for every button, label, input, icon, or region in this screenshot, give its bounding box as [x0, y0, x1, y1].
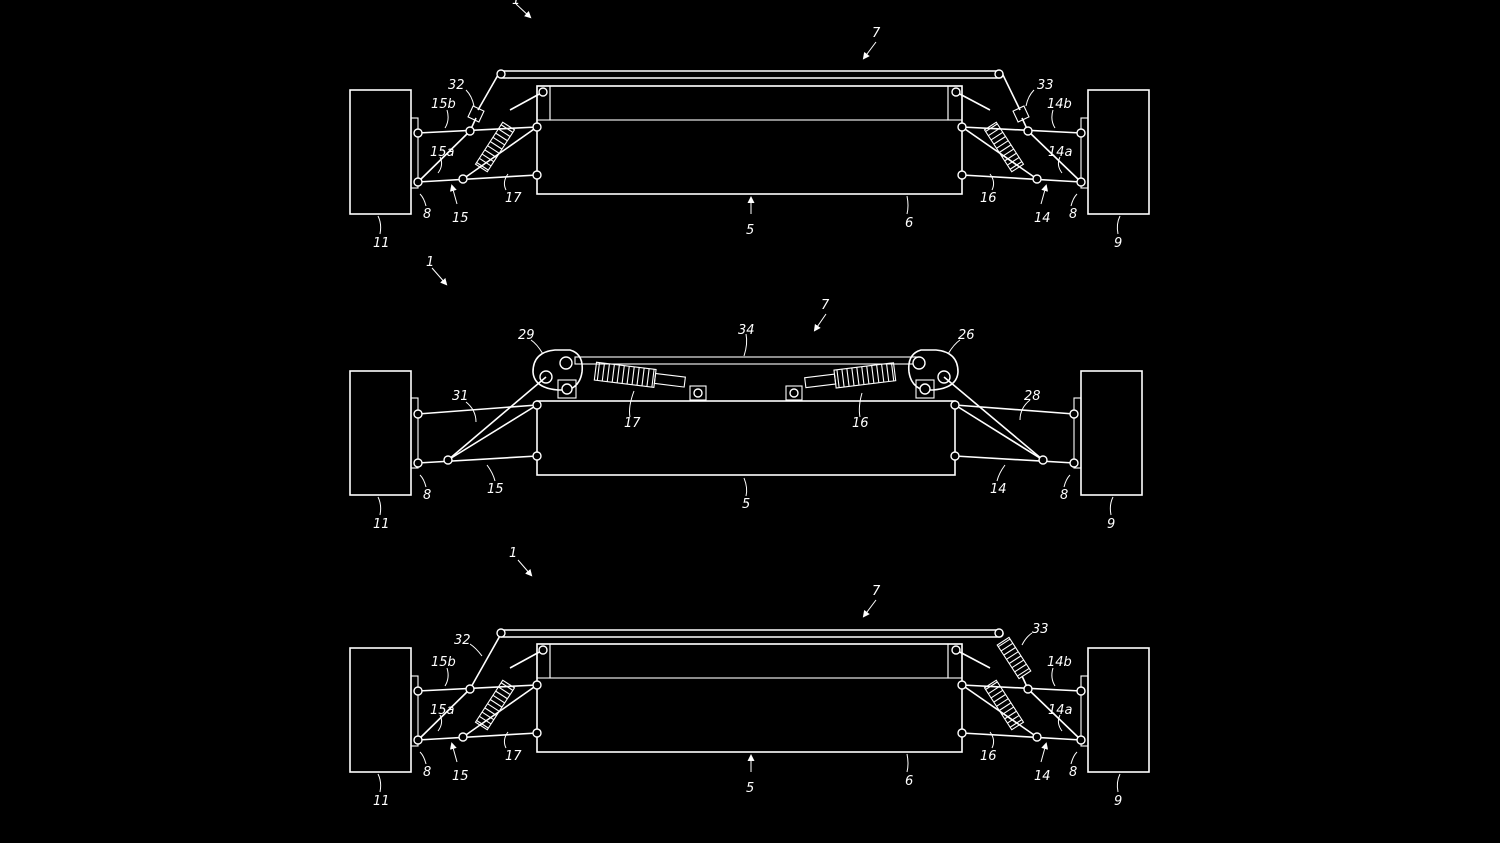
label-14: 14 — [990, 482, 1007, 497]
label-16: 16 — [980, 191, 997, 206]
figure-top: 1 7 32 33 15b 14b 15a 14a 17 16 8 8 15 1… — [349, 0, 1150, 251]
label-32: 32 — [454, 633, 471, 648]
label-17: 17 — [505, 749, 522, 764]
label-16: 16 — [852, 416, 869, 431]
hub-right — [1080, 675, 1089, 747]
label-8-right: 8 — [1069, 765, 1077, 780]
label-1: 1 — [426, 255, 434, 270]
label-16: 16 — [980, 749, 997, 764]
figure-middle: 1 7 34 29 26 31 28 17 16 8 8 15 14 5 11 … — [349, 255, 1143, 532]
push-rod-34 — [574, 356, 921, 365]
chassis-body — [536, 85, 963, 195]
label-9: 9 — [1107, 517, 1115, 532]
damper-16 — [983, 121, 1025, 173]
wheel-right — [1087, 647, 1150, 773]
label-9: 9 — [1114, 794, 1122, 809]
wheel-left — [349, 647, 412, 773]
label-8-right: 8 — [1069, 207, 1077, 222]
label-8-left: 8 — [423, 765, 431, 780]
label-5: 5 — [746, 223, 754, 238]
hub-right — [1080, 117, 1089, 189]
stabilizer-bar — [497, 70, 1004, 79]
label-1: 1 — [509, 546, 517, 561]
damper-17 — [593, 361, 686, 388]
link-32 — [467, 105, 485, 123]
damper-16 — [804, 362, 897, 389]
link-33 — [1012, 105, 1030, 123]
damper-33 — [996, 636, 1032, 680]
wheel-right — [1080, 370, 1143, 496]
label-29: 29 — [518, 328, 535, 343]
label-14b: 14b — [1047, 97, 1072, 112]
chassis-body — [536, 643, 963, 753]
label-8-left: 8 — [423, 488, 431, 503]
label-33: 33 — [1037, 78, 1054, 93]
label-14: 14 — [1034, 769, 1051, 784]
label-7: 7 — [872, 26, 881, 41]
label-5: 5 — [746, 781, 754, 796]
label-14a: 14a — [1048, 145, 1073, 160]
stabilizer-bar — [497, 629, 1004, 638]
chassis-post-right — [947, 85, 963, 121]
label-6: 6 — [905, 774, 913, 789]
label-11: 11 — [373, 236, 390, 251]
label-31: 31 — [452, 389, 469, 404]
label-17: 17 — [505, 191, 522, 206]
label-7: 7 — [872, 584, 881, 599]
label-26: 26 — [958, 328, 975, 343]
label-28: 28 — [1024, 389, 1041, 404]
damper-16 — [983, 679, 1025, 731]
label-11: 11 — [373, 794, 390, 809]
chassis-upper-inner — [549, 85, 949, 121]
label-15b: 15b — [431, 655, 456, 670]
label-5: 5 — [742, 497, 750, 512]
label-32: 32 — [448, 78, 465, 93]
figure-bottom: 1 7 32 33 15b 14b 15a 14a 17 16 8 8 15 1… — [349, 546, 1150, 809]
label-8-right: 8 — [1060, 488, 1068, 503]
chassis-post-left — [536, 85, 551, 121]
label-8-left: 8 — [423, 207, 431, 222]
label-14a: 14a — [1048, 703, 1073, 718]
label-15a: 15a — [430, 703, 455, 718]
label-1: 1 — [512, 0, 520, 8]
label-15b: 15b — [431, 97, 456, 112]
damper-17 — [474, 679, 516, 731]
chassis-body — [536, 400, 956, 476]
wheel-right — [1087, 89, 1150, 215]
label-14: 14 — [1034, 211, 1051, 226]
rocker-26 — [907, 349, 959, 391]
label-11: 11 — [373, 517, 390, 532]
label-33: 33 — [1032, 622, 1049, 637]
label-17: 17 — [624, 416, 641, 431]
label-15: 15 — [452, 769, 469, 784]
hub-left — [410, 675, 419, 747]
label-15: 15 — [452, 211, 469, 226]
damper-17 — [474, 121, 516, 173]
label-15: 15 — [487, 482, 504, 497]
hub-left — [410, 117, 419, 189]
label-9: 9 — [1114, 236, 1122, 251]
hub-left — [410, 397, 419, 469]
wheel-left — [349, 370, 412, 496]
label-15a: 15a — [430, 145, 455, 160]
label-7: 7 — [821, 298, 830, 313]
label-34: 34 — [738, 323, 755, 338]
label-14b: 14b — [1047, 655, 1072, 670]
hub-right — [1073, 397, 1082, 469]
label-6: 6 — [905, 216, 913, 231]
wheel-left — [349, 89, 412, 215]
rocker-29 — [532, 349, 584, 391]
